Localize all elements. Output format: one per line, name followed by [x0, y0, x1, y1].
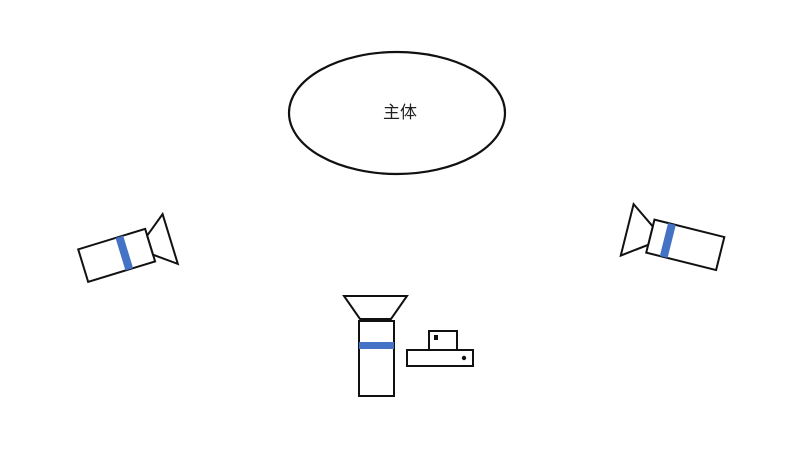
camera [406, 330, 474, 367]
left-light-reflector-icon [146, 211, 180, 266]
camera-lens-dot [461, 355, 467, 361]
center-light-reflector-icon [342, 295, 409, 320]
camera-viewfinder-dot [434, 335, 438, 340]
center-light [342, 295, 409, 397]
left-light-band [115, 235, 134, 271]
subject-ellipse [287, 50, 507, 176]
right-light-band [659, 223, 676, 258]
subject-label: 主体 [383, 103, 417, 123]
camera-top-icon [428, 330, 458, 351]
center-light-band [359, 342, 394, 349]
right-light [619, 202, 726, 272]
camera-base-icon [406, 349, 474, 367]
center-light-body [358, 320, 395, 397]
right-light-reflector-icon [619, 202, 654, 258]
left-light [76, 211, 180, 284]
right-light-body [645, 218, 726, 272]
left-light-body [76, 227, 157, 284]
